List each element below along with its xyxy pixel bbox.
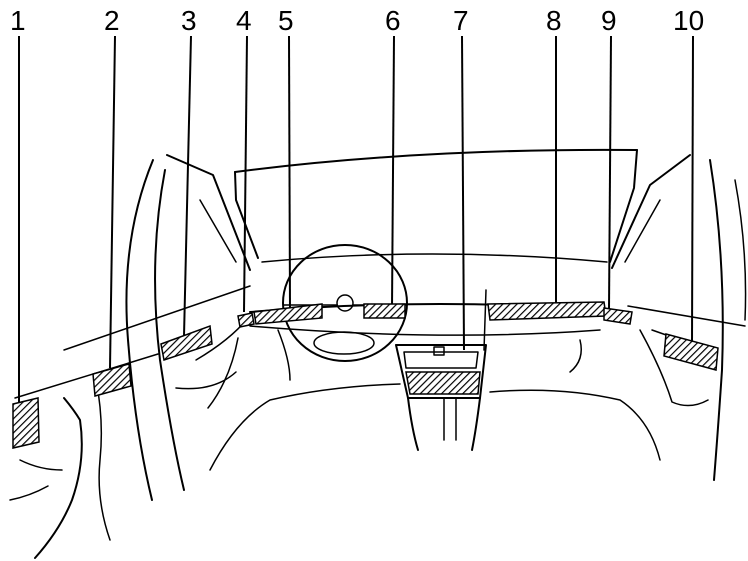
right-far-pillar bbox=[734, 179, 747, 321]
console-knob bbox=[433, 346, 445, 356]
component-1 bbox=[12, 397, 40, 449]
leader-9 bbox=[608, 35, 612, 311]
component-4 bbox=[237, 312, 255, 328]
right-a-pillar-inner bbox=[624, 199, 661, 263]
callout-10: 10 bbox=[673, 5, 704, 36]
component-10 bbox=[663, 333, 719, 371]
left-door-lower bbox=[95, 379, 111, 541]
windshield-right-edge bbox=[609, 149, 638, 263]
leader-7 bbox=[461, 35, 465, 351]
windshield-top bbox=[234, 148, 638, 173]
right-knee-curve bbox=[569, 339, 582, 373]
left-a-pillar-inner bbox=[199, 199, 237, 263]
component-3 bbox=[160, 324, 213, 361]
callout-3: 3 bbox=[181, 5, 197, 36]
leader-3 bbox=[183, 35, 192, 337]
callout-7: 7 bbox=[453, 5, 469, 36]
right-a-pillar-outer bbox=[611, 154, 691, 269]
hatched-components bbox=[12, 301, 719, 449]
leader-5 bbox=[288, 35, 291, 311]
left-door-belt bbox=[14, 353, 159, 399]
center-console-radio bbox=[403, 351, 479, 369]
callout-4: 4 bbox=[236, 5, 252, 36]
leader-4 bbox=[243, 35, 248, 313]
dashboard-lower bbox=[249, 325, 601, 336]
component-6 bbox=[363, 303, 406, 319]
right-door-top bbox=[627, 305, 746, 327]
leader-lines bbox=[18, 35, 694, 402]
component-5 bbox=[253, 303, 323, 325]
windshield-left-edge bbox=[234, 171, 259, 259]
center-tunnel bbox=[407, 397, 481, 451]
component-9 bbox=[603, 307, 633, 325]
steering-wheel-hub bbox=[336, 294, 354, 312]
right-upright-line bbox=[483, 289, 487, 351]
callout-2: 2 bbox=[104, 5, 120, 36]
interior-drawing bbox=[9, 148, 747, 559]
callout-8: 8 bbox=[546, 5, 562, 36]
left-door-panel bbox=[9, 459, 63, 501]
leader-6 bbox=[391, 35, 395, 309]
callout-numbers: 1 2 3 4 5 6 7 8 9 10 bbox=[10, 5, 704, 36]
left-floor-line bbox=[209, 383, 401, 471]
leader-2 bbox=[109, 35, 116, 369]
callout-1: 1 bbox=[10, 5, 26, 36]
left-door-curve-1 bbox=[175, 371, 237, 390]
left-b-pillar bbox=[125, 159, 154, 501]
component-8 bbox=[487, 301, 607, 321]
steering-wheel-rim bbox=[282, 244, 408, 362]
right-door-edge bbox=[709, 159, 724, 481]
left-door-handle bbox=[34, 397, 83, 559]
component-2 bbox=[92, 363, 132, 397]
callout-5: 5 bbox=[278, 5, 294, 36]
steering-wheel-lower-pad bbox=[313, 331, 375, 355]
left-a-pillar-outer bbox=[166, 154, 251, 271]
callout-6: 6 bbox=[385, 5, 401, 36]
callout-9: 9 bbox=[601, 5, 617, 36]
component-7 bbox=[405, 371, 481, 395]
left-door-top bbox=[63, 285, 251, 351]
right-floor-line bbox=[489, 389, 661, 461]
right-door-curve-1 bbox=[639, 329, 709, 407]
leader-10 bbox=[691, 35, 694, 345]
left-b-pillar-inner bbox=[154, 169, 185, 491]
gear-lever bbox=[443, 397, 457, 441]
left-door-curve-2 bbox=[207, 337, 239, 409]
left-knee-curve bbox=[277, 329, 291, 381]
